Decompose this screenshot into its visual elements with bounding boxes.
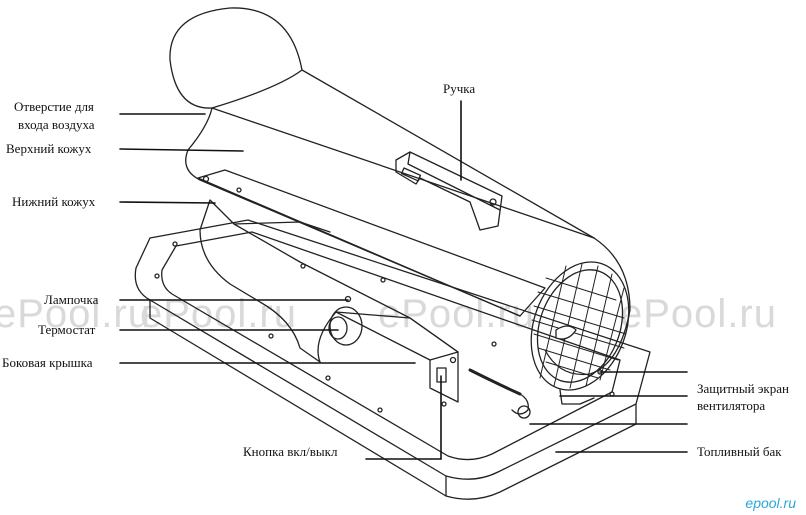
- label-power-button: Кнопка вкл/выкл: [243, 444, 338, 459]
- label-fuel-tank: Топливный бак: [697, 444, 782, 459]
- label-air-inlet-line-2: входа воздуха: [18, 117, 95, 132]
- label-handle: Ручка: [443, 81, 476, 96]
- label-fan-guard-line-2: вентилятора: [697, 398, 766, 413]
- label-air-inlet-line-1: Отверстие для: [14, 99, 94, 114]
- watermark-text: ePool.ru: [620, 292, 777, 336]
- label-lamp: Лампочка: [44, 292, 99, 307]
- watermark-text: ePool.ru: [378, 292, 535, 336]
- label-upper-casing: Верхний кожух: [6, 141, 92, 156]
- label-side-cover: Боковая крышка: [2, 355, 93, 370]
- leader-lines: [119, 100, 688, 460]
- upper-casing-drawing: [169, 7, 631, 376]
- brand-logo: epool.ru: [745, 495, 796, 511]
- label-thermostat: Термостат: [38, 322, 96, 337]
- fan-guard-drawing: [530, 261, 630, 405]
- label-lower-casing: Нижний кожух: [12, 194, 96, 209]
- fuel-tank-drawing: [134, 219, 651, 500]
- label-fan-guard-line-1: Защитный экран: [697, 381, 789, 396]
